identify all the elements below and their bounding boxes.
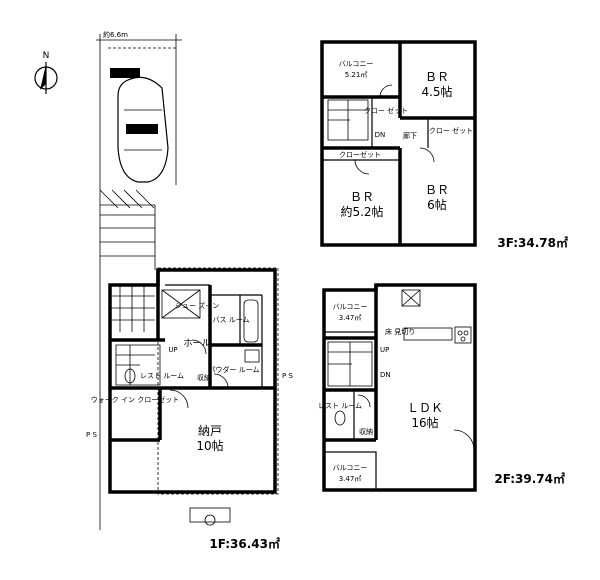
floor-3-plan: バルコニー 5.21㎡ ＢＲ 4.5帖 クロー ゼット クロー ゼット クローゼ…	[320, 40, 568, 250]
floor3-closet2-label: クロー ゼット	[429, 126, 473, 135]
floor3-br2-size: 約5.2帖	[340, 204, 383, 219]
floor3-br3-name: ＢＲ	[425, 183, 449, 197]
floor2-balcony-top-name: バルコニー	[333, 303, 368, 311]
floor2-storage-label: 収納	[359, 427, 373, 436]
shoe-storage-label: シュー ズイン	[175, 301, 219, 310]
floor3-br1-size: 4.5帖	[421, 84, 452, 99]
floor1-hall-label: ホール	[183, 338, 210, 349]
floor1-ps2-label: P S	[86, 431, 97, 439]
floor3-br3-size: 6帖	[427, 197, 447, 212]
floor1-closet-label: ウォーク イン クローゼット	[91, 395, 179, 404]
floor3-closet3-label: クローゼット	[339, 150, 381, 159]
floor3-br1-name: ＢＲ	[425, 70, 449, 84]
floor1-room-name: 納戸	[198, 424, 222, 438]
floor3-br2-name: ＢＲ	[350, 190, 374, 204]
floor2-ldk-name: ＬＤＫ	[407, 401, 443, 415]
parking-lot: 約6.6m	[96, 30, 182, 530]
floor2-balcony-bottom-name: バルコニー	[333, 464, 368, 472]
floor-2-plan: バルコニー 3.47㎡ 床 見切り UP DN レスト ルーム 収納 ＬＤＫ 1…	[318, 283, 565, 492]
floor1-ps1-label: P S	[282, 372, 293, 380]
floor2-balcony-top-size: 3.47㎡	[339, 314, 362, 322]
floor3-area-label: 3F:34.78㎡	[497, 235, 568, 250]
floor-1-plan: シュー ズイン ホール UP バス ルーム パウダー ルーム ウォーク イン ク…	[86, 267, 293, 551]
floor3-closet1-label: クロー ゼット	[364, 106, 408, 115]
floor2-shelf-label: 床 見切り	[385, 327, 415, 336]
floor3-balcony-name: バルコニー	[339, 60, 374, 68]
floor1-storage-label: 収納	[197, 373, 211, 382]
floor1-area-label: 1F:36.43㎡	[209, 536, 280, 551]
floor3-balcony-size: 5.21㎡	[345, 71, 368, 79]
north-compass-icon: N	[34, 51, 58, 94]
floor2-restroom-label: レスト ルーム	[318, 402, 362, 410]
floor3-hall-label: 廊下	[403, 131, 417, 140]
floor2-up-label: UP	[380, 346, 389, 354]
floor2-dn-label: DN	[380, 371, 391, 379]
floor1-powder-label: パウダー ルーム	[208, 365, 259, 374]
floor1-room-size: 10帖	[196, 438, 223, 453]
floor3-dn-label: DN	[375, 131, 386, 139]
lot-width-label: 約6.6m	[103, 30, 128, 39]
floor2-ldk-size: 16帖	[411, 415, 438, 430]
floor2-area-label: 2F:39.74㎡	[494, 471, 565, 486]
floor1-restroom-label: レスト ルーム	[140, 372, 184, 380]
floor1-bath-label: バス ルーム	[212, 316, 249, 324]
floor1-up-label: UP	[168, 346, 177, 354]
compass-label: N	[43, 51, 50, 61]
floor2-balcony-bottom-size: 3.47㎡	[339, 475, 362, 483]
car-icon	[110, 68, 169, 183]
